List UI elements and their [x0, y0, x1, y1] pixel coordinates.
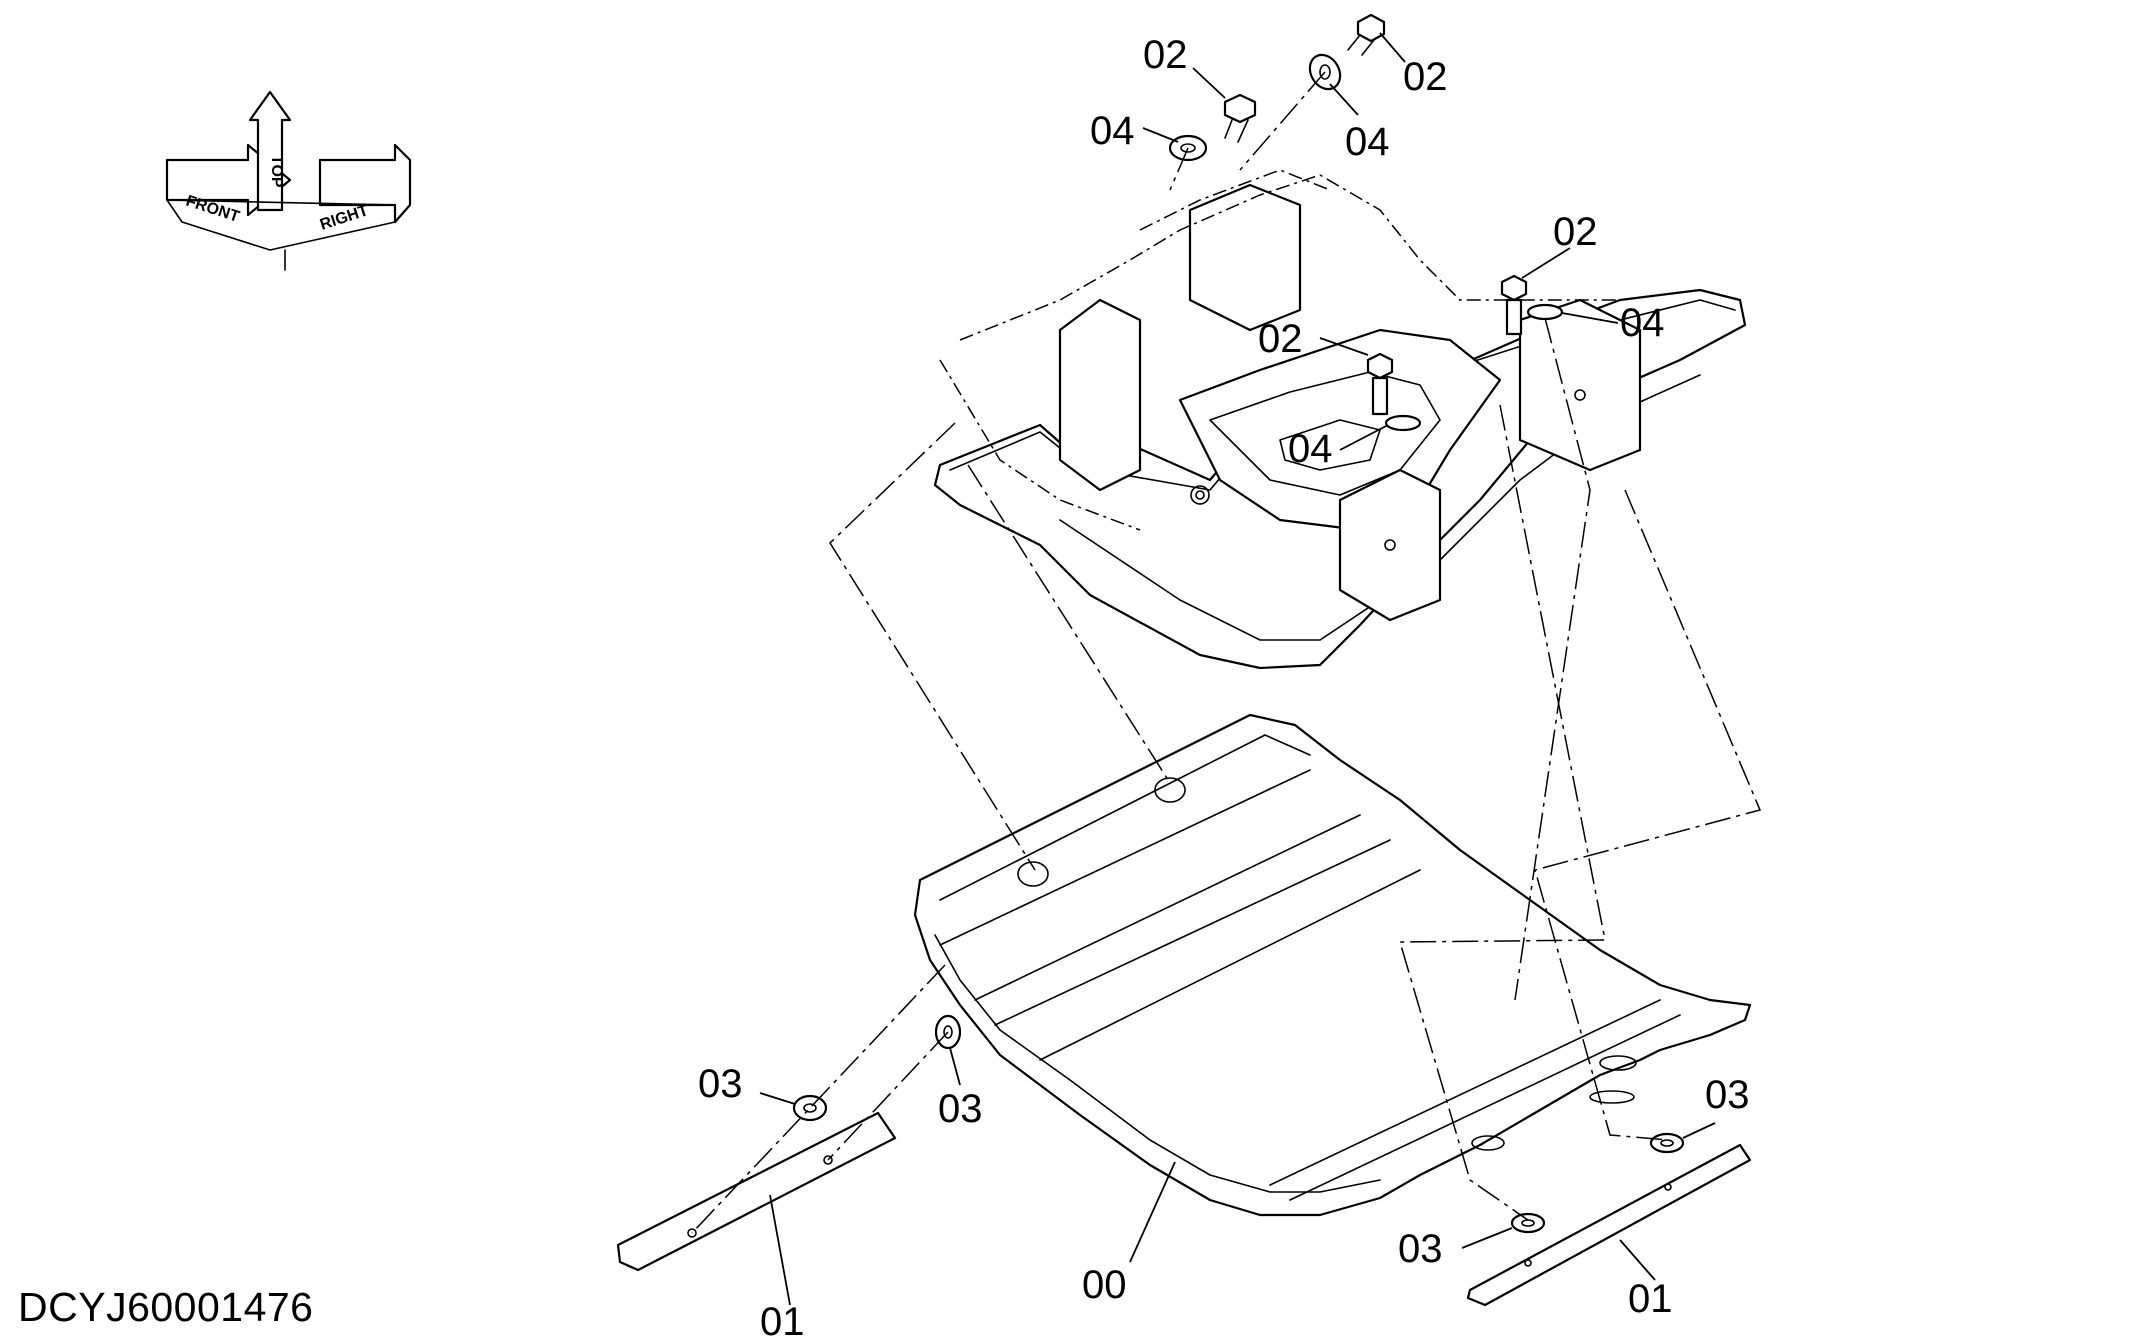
under-cover: [913, 713, 1752, 1217]
bolt-3: [1500, 274, 1528, 336]
callout-bolt-2: 02: [1403, 55, 1448, 99]
callout-nut-3: 03: [1705, 1073, 1750, 1117]
callout-washer-4: 04: [1288, 427, 1333, 471]
washer-4: [1384, 414, 1422, 432]
plate-left: [616, 1111, 897, 1272]
bolt-2: [1347, 13, 1386, 56]
bolt-4: [1366, 352, 1394, 416]
nut-3: [1649, 1132, 1685, 1154]
main-frame: [933, 169, 1747, 670]
callout-under-cover: 00: [1082, 1263, 1127, 1307]
washer-3: [1526, 303, 1564, 321]
callout-bolt-3: 02: [1553, 210, 1598, 254]
assembly-centerlines: [691, 71, 1762, 1234]
bolt-1: [1223, 93, 1257, 143]
callout-plate-left: 01: [760, 1300, 805, 1340]
nut-1: [792, 1094, 828, 1122]
callout-plate-right: 01: [1628, 1277, 1673, 1321]
callout-bolt-4: 02: [1258, 317, 1303, 361]
nut-4: [1510, 1212, 1546, 1234]
callout-labels: 02 02 04 04 02 04 02 04 03 03 03 03 00 0…: [698, 33, 1750, 1340]
callout-bolt-1: 02: [1143, 33, 1188, 77]
plate-right: [1466, 1143, 1752, 1307]
callout-washer-1: 04: [1090, 109, 1135, 153]
callout-washer-3: 04: [1620, 301, 1665, 345]
callout-washer-2: 04: [1345, 120, 1390, 164]
callout-nut-2: 03: [938, 1087, 983, 1131]
callout-nut-4: 03: [1398, 1227, 1443, 1271]
leader-lines: [759, 32, 1716, 1306]
document-id: DCYJ60001476: [18, 1284, 314, 1330]
callout-nut-1: 03: [698, 1062, 743, 1106]
orientation-arrows-icon: FRONT TOP RIGHT: [165, 90, 412, 271]
orientation-label-top: TOP: [268, 155, 285, 188]
